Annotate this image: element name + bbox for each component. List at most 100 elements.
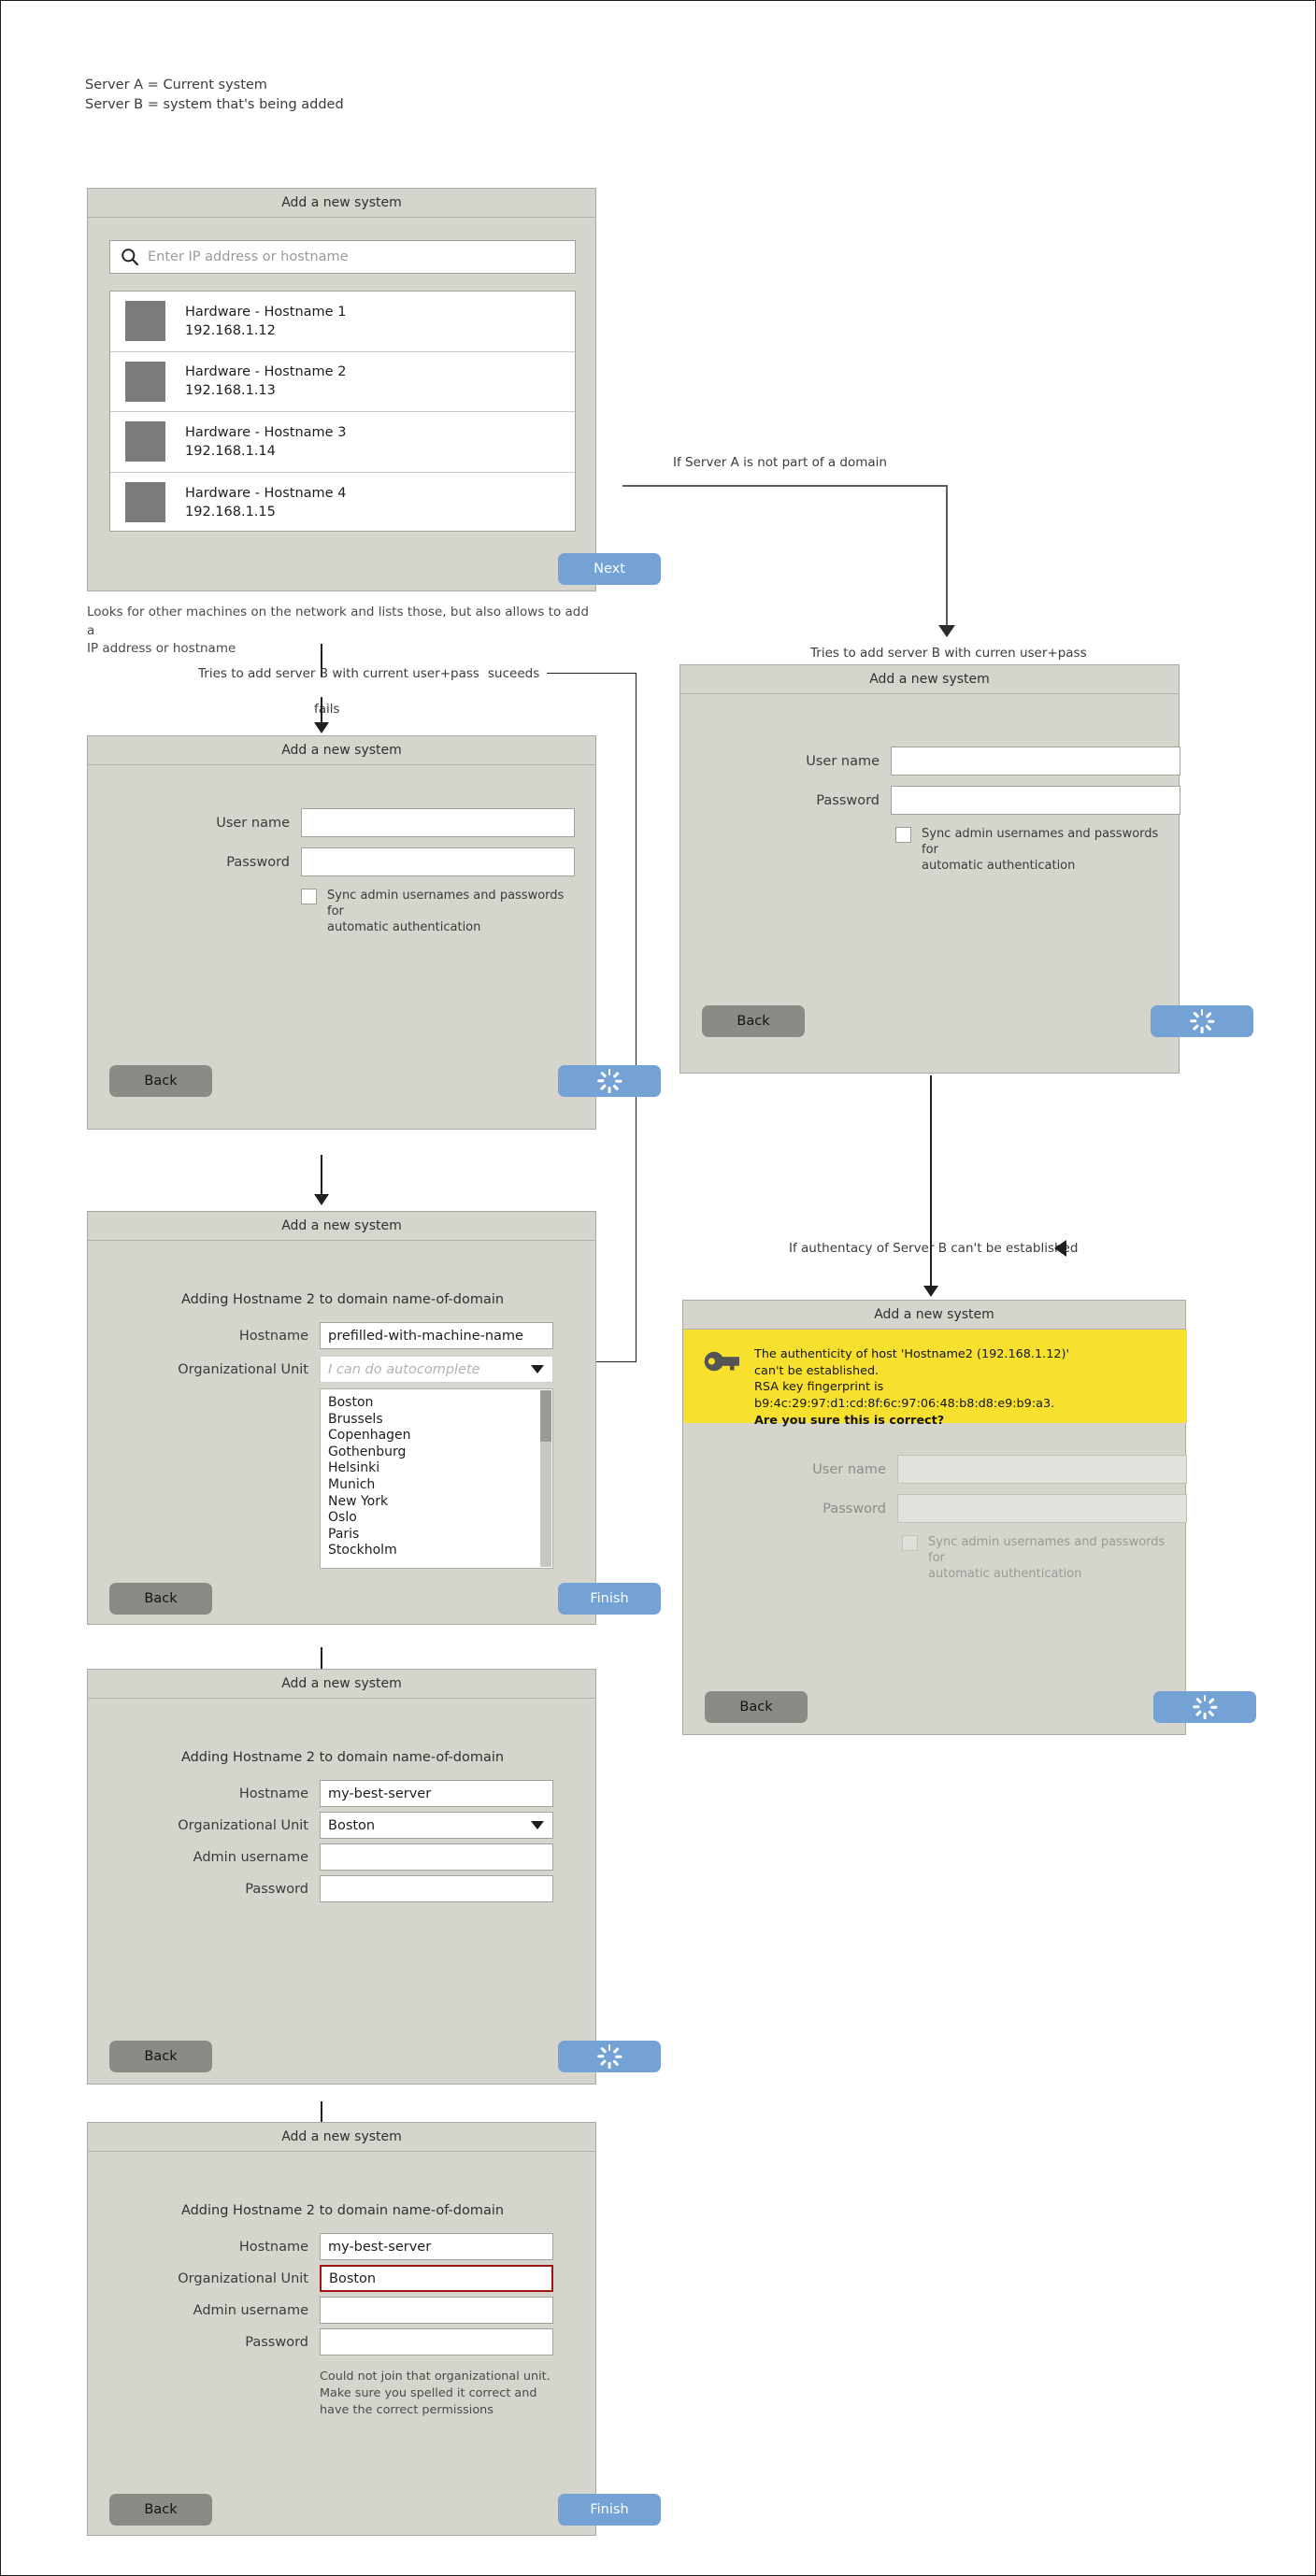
hardware-thumbnail (125, 421, 165, 463)
list-item[interactable]: Oslo (328, 1510, 357, 1526)
password-row: Password (680, 786, 1180, 815)
connector-line (321, 697, 322, 727)
sync-credentials-row[interactable]: Sync admin usernames and passwords for a… (301, 888, 581, 935)
list-item[interactable]: Munich (328, 1476, 376, 1492)
finish-button[interactable]: Finish (558, 1583, 661, 1615)
next-button[interactable]: Next (558, 553, 661, 585)
dialog-title-host-key: Add a new system (683, 1301, 1185, 1330)
connector-line (565, 1361, 637, 1363)
submit-spinner-button[interactable] (1153, 1691, 1256, 1723)
dialog-join-autocomplete: Add a new system Adding Hostname 2 to do… (87, 1211, 661, 1625)
flow-label-tries-right: Tries to add server B with curren user+p… (810, 646, 1087, 661)
authenticity-warning-text: The authenticity of host 'Hostname2 (192… (754, 1346, 1176, 1429)
admin-username-label: Admin username (193, 2302, 308, 2318)
admin-username-label: Admin username (193, 1849, 308, 1865)
organizational-unit-row: Organizational Unit Boston (88, 2265, 597, 2292)
list-item[interactable]: Boston (328, 1395, 374, 1410)
list-item[interactable]: Brussels (328, 1411, 383, 1427)
authenticity-warning-banner: The authenticity of host 'Hostname2 (192… (683, 1330, 1187, 1428)
list-item[interactable]: Hardware - Hostname 3 192.168.1.14 (110, 412, 575, 473)
back-button[interactable]: Back (702, 1005, 805, 1037)
organizational-unit-placeholder: I can do autocomplete (328, 1361, 480, 1377)
username-field[interactable] (891, 747, 1180, 776)
chevron-down-icon[interactable] (531, 1365, 544, 1373)
list-item[interactable]: Paris (328, 1526, 360, 1542)
sync-credentials-label: Sync admin usernames and passwords for a… (928, 1535, 1166, 1582)
back-button[interactable]: Back (109, 1065, 212, 1097)
flow-label-fails: fails (314, 702, 340, 717)
submit-spinner-button[interactable] (1151, 1005, 1253, 1037)
host-ip: 192.168.1.12 (185, 322, 276, 338)
admin-username-row: Admin username (88, 2297, 597, 2324)
hardware-thumbnail (125, 482, 165, 523)
password-row: Password (88, 847, 597, 876)
organizational-unit-label: Organizational Unit (178, 1361, 308, 1377)
search-placeholder: Enter IP address or hostname (148, 249, 349, 264)
list-item[interactable]: Hardware - Hostname 4 192.168.1.15 (110, 473, 575, 534)
list-item[interactable]: Copenhagen (328, 1428, 411, 1444)
spinner-icon (1190, 1009, 1214, 1033)
search-input[interactable]: Enter IP address or hostname (109, 240, 576, 274)
host-name: Hardware - Hostname 1 (185, 304, 347, 320)
password-label: Password (226, 854, 290, 870)
host-name: Hardware - Hostname 2 (185, 364, 347, 380)
admin-username-field[interactable] (320, 2297, 553, 2324)
username-field[interactable] (301, 808, 575, 837)
back-button[interactable]: Back (109, 2041, 212, 2072)
list-item[interactable]: Gothenburg (328, 1444, 407, 1459)
back-button[interactable]: Back (109, 1583, 212, 1615)
password-row: Password (683, 1494, 1187, 1523)
organizational-unit-select[interactable]: Boston (320, 1812, 553, 1839)
list-item[interactable]: Hardware - Hostname 1 192.168.1.12 (110, 292, 575, 352)
dialog-discover: Add a new system Enter IP address or hos… (87, 188, 661, 591)
dialog-title-discover: Add a new system (88, 189, 595, 218)
sync-credentials-checkbox[interactable] (895, 827, 911, 843)
connector-line (930, 1217, 932, 1290)
sync-credentials-row[interactable]: Sync admin usernames and passwords for a… (895, 826, 1176, 874)
sync-credentials-checkbox (902, 1535, 918, 1551)
hostname-field[interactable]: my-best-server (320, 2233, 553, 2260)
chevron-down-icon[interactable] (531, 1821, 544, 1829)
list-item[interactable]: Stockholm (328, 1543, 397, 1558)
dialog-title-credentials: Add a new system (88, 736, 595, 765)
organizational-unit-field[interactable]: Boston (320, 2265, 553, 2292)
connector-arrow (938, 625, 955, 637)
admin-username-field[interactable] (320, 1843, 553, 1871)
password-field[interactable] (320, 1875, 553, 1902)
host-ip: 192.168.1.13 (185, 383, 276, 399)
username-row: User name (88, 808, 597, 837)
list-item[interactable]: Hardware - Hostname 2 192.168.1.13 (110, 352, 575, 412)
password-row: Password (88, 1875, 597, 1902)
submit-spinner-button[interactable] (558, 2041, 661, 2072)
sync-credentials-checkbox[interactable] (301, 889, 317, 904)
host-list[interactable]: Hardware - Hostname 1 192.168.1.12 Hardw… (109, 291, 576, 532)
dropdown-scrollbar[interactable] (540, 1390, 551, 1567)
organizational-unit-label: Organizational Unit (178, 1817, 308, 1833)
password-field[interactable] (891, 786, 1180, 815)
organizational-unit-options[interactable]: Boston Brussels Copenhagen Gothenburg He… (320, 1388, 553, 1569)
back-button[interactable]: Back (109, 2494, 212, 2526)
organizational-unit-combobox[interactable]: I can do autocomplete (320, 1356, 553, 1383)
connector-arrow (314, 1194, 329, 1205)
scrollbar-thumb[interactable] (540, 1390, 551, 1442)
username-field (896, 1455, 1187, 1484)
join-heading: Adding Hostname 2 to domain name-of-doma… (180, 1750, 505, 1765)
password-field[interactable] (301, 847, 575, 876)
back-button[interactable]: Back (705, 1691, 808, 1723)
hostname-field[interactable]: prefilled-with-machine-name (320, 1322, 553, 1349)
username-row: User name (683, 1455, 1187, 1484)
host-ip: 192.168.1.14 (185, 443, 276, 459)
legend-text: Server A = Current system Server B = sys… (85, 78, 344, 113)
spinner-icon (597, 1069, 622, 1093)
connector-line (622, 485, 948, 487)
hostname-field[interactable]: my-best-server (320, 1780, 553, 1807)
list-item[interactable]: Helsinki (328, 1460, 380, 1476)
password-field[interactable] (320, 2328, 553, 2355)
warning-line-2: can't be established. (754, 1363, 880, 1378)
dialog-join-error: Add a new system Adding Hostname 2 to do… (87, 2122, 661, 2536)
list-item[interactable]: New York (328, 1493, 389, 1509)
connector-arrow (314, 722, 329, 733)
submit-spinner-button[interactable] (558, 1065, 661, 1097)
organizational-unit-value: Boston (328, 1817, 376, 1833)
finish-button[interactable]: Finish (558, 2494, 661, 2526)
